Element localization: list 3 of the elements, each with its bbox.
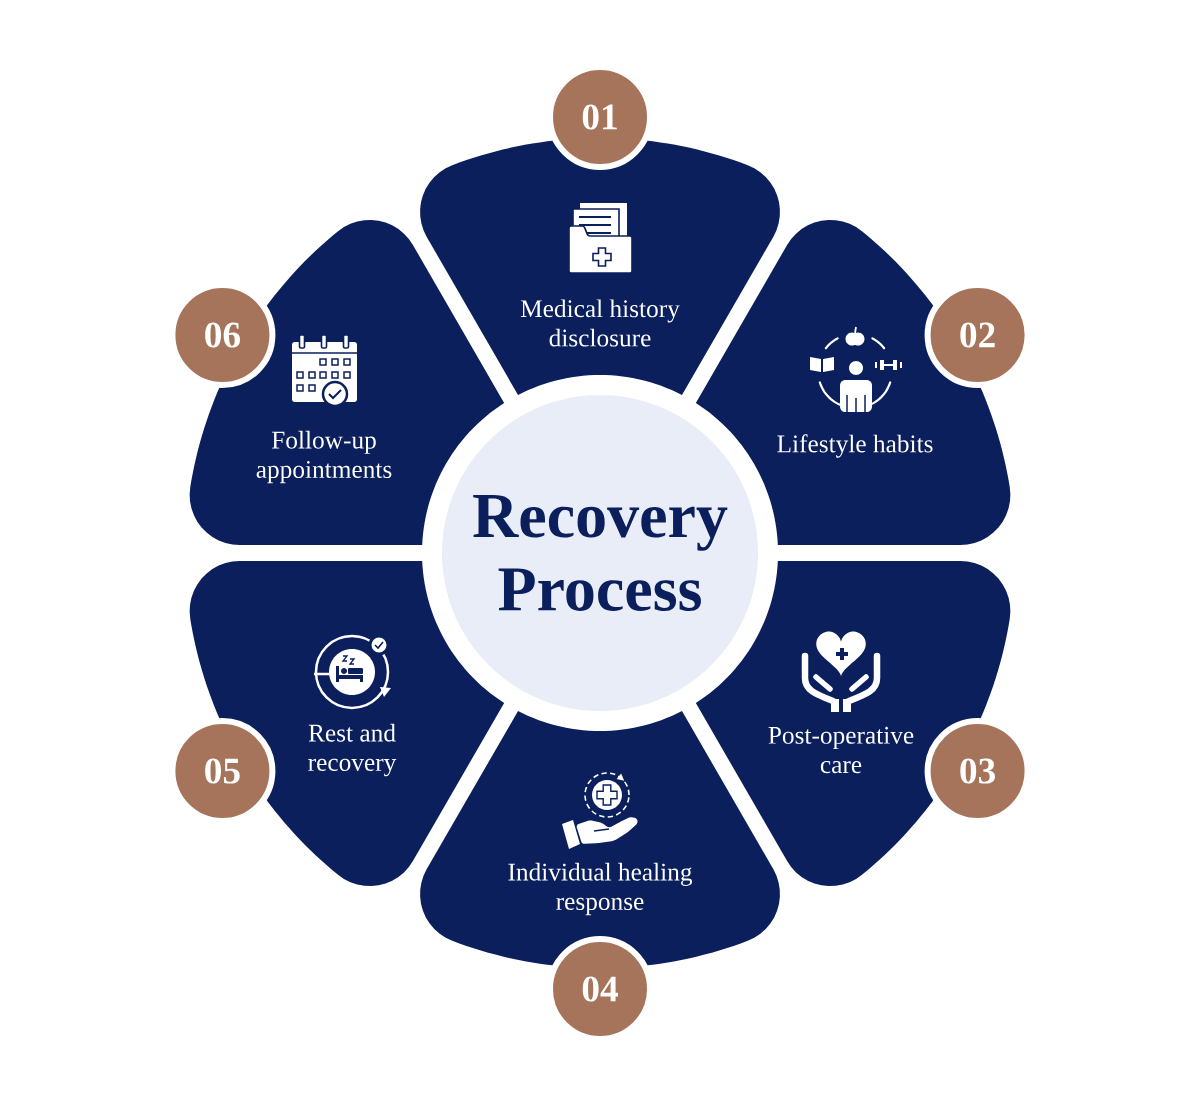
number-badge: 04 xyxy=(547,936,653,1042)
node-label: Individual healing response xyxy=(508,862,693,916)
node-label: Medical history disclosure xyxy=(520,299,680,347)
